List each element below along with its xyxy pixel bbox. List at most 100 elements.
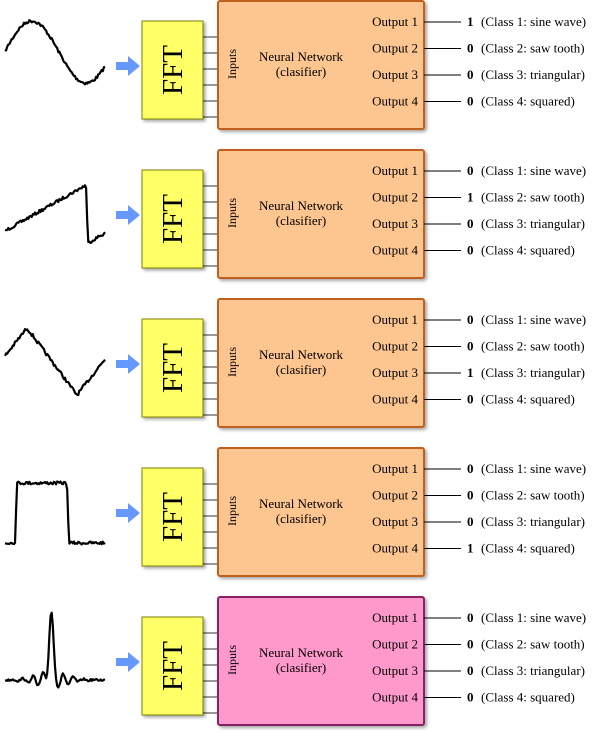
unknown-pulse-wave-signal	[4, 611, 106, 689]
class-label-4: (Class 4: squared)	[481, 94, 575, 109]
fft-block	[141, 20, 204, 120]
inputs-label: Inputs	[225, 645, 239, 675]
output-label-4: Output 4	[372, 541, 418, 556]
output-value-1: 0	[467, 610, 474, 625]
class-label-2: (Class 2: saw tooth)	[481, 339, 585, 354]
output-value-2: 0	[467, 339, 474, 354]
right-arrow-icon	[116, 503, 140, 523]
output-value-4: 0	[467, 243, 474, 258]
nn-title: Neural Network	[259, 645, 344, 660]
class-label-3: (Class 3: triangular)	[481, 514, 585, 529]
output-label-3: Output 3	[372, 365, 418, 380]
output-value-1: 1	[467, 14, 474, 29]
nn-subtitle: (clasifier)	[276, 362, 327, 377]
fft-label: FFT	[157, 343, 189, 393]
output-value-4: 1	[467, 541, 474, 556]
output-label-2: Output 2	[372, 190, 418, 205]
class-label-2: (Class 2: saw tooth)	[481, 637, 585, 652]
class-label-2: (Class 2: saw tooth)	[481, 41, 585, 56]
output-value-3: 1	[467, 365, 474, 380]
classification-row-3: FFT Inputs Neural Network(clasifier) Output…	[4, 298, 586, 428]
neural-network-block	[217, 298, 425, 428]
output-label-1: Output 1	[372, 14, 418, 29]
neural-network-block	[217, 0, 425, 130]
class-label-1: (Class 1: sine wave)	[481, 163, 586, 178]
triangular-wave-signal	[4, 328, 106, 397]
output-value-1: 0	[467, 312, 474, 327]
neural-network-block	[217, 447, 425, 577]
neural-network-block	[217, 596, 425, 726]
output-label-2: Output 2	[372, 637, 418, 652]
classification-row-5: FFT Inputs Neural Network(clasifier) Output…	[4, 596, 586, 726]
output-value-3: 0	[467, 663, 474, 678]
output-label-3: Output 3	[372, 67, 418, 82]
class-label-1: (Class 1: sine wave)	[481, 312, 586, 327]
output-label-2: Output 2	[372, 339, 418, 354]
output-label-3: Output 3	[372, 663, 418, 678]
sine-wave-signal	[4, 19, 106, 86]
output-label-4: Output 4	[372, 690, 418, 705]
nn-subtitle: (clasifier)	[276, 64, 327, 79]
output-value-3: 0	[467, 216, 474, 231]
output-label-2: Output 2	[372, 41, 418, 56]
output-value-2: 0	[467, 637, 474, 652]
output-label-3: Output 3	[372, 514, 418, 529]
output-value-4: 0	[467, 392, 474, 407]
output-label-4: Output 4	[372, 243, 418, 258]
output-value-4: 0	[467, 94, 474, 109]
class-label-1: (Class 1: sine wave)	[481, 461, 586, 476]
nn-subtitle: (clasifier)	[276, 660, 327, 675]
class-label-4: (Class 4: squared)	[481, 541, 575, 556]
fft-label: FFT	[157, 194, 189, 244]
class-label-2: (Class 2: saw tooth)	[481, 488, 585, 503]
nn-title: Neural Network	[259, 347, 344, 362]
inputs-label: Inputs	[225, 198, 239, 228]
output-label-4: Output 4	[372, 392, 418, 407]
inputs-label: Inputs	[225, 496, 239, 526]
fft-label: FFT	[157, 492, 189, 542]
nn-subtitle: (clasifier)	[276, 511, 327, 526]
class-label-2: (Class 2: saw tooth)	[481, 190, 585, 205]
fft-block	[141, 318, 204, 418]
class-label-3: (Class 3: triangular)	[481, 365, 585, 380]
class-label-4: (Class 4: squared)	[481, 690, 575, 705]
output-value-2: 0	[467, 41, 474, 56]
fft-label: FFT	[157, 45, 189, 95]
output-value-3: 0	[467, 514, 474, 529]
fft-block	[141, 169, 204, 269]
inputs-label: Inputs	[225, 347, 239, 377]
classification-row-1: FFT Inputs Neural Network(clasifier) Output…	[4, 0, 586, 130]
right-arrow-icon	[116, 56, 140, 76]
saw-tooth-wave-signal	[4, 184, 106, 245]
output-value-2: 0	[467, 488, 474, 503]
class-label-3: (Class 3: triangular)	[481, 67, 585, 82]
fft-block	[141, 467, 204, 567]
output-label-1: Output 1	[372, 163, 418, 178]
nn-title: Neural Network	[259, 198, 344, 213]
right-arrow-icon	[116, 354, 140, 374]
class-label-3: (Class 3: triangular)	[481, 216, 585, 231]
nn-title: Neural Network	[259, 496, 344, 511]
output-value-4: 0	[467, 690, 474, 705]
class-label-1: (Class 1: sine wave)	[481, 14, 586, 29]
class-label-1: (Class 1: sine wave)	[481, 610, 586, 625]
fft-label: FFT	[157, 641, 189, 691]
class-label-3: (Class 3: triangular)	[481, 663, 585, 678]
output-value-1: 0	[467, 163, 474, 178]
inputs-label: Inputs	[225, 49, 239, 79]
fft-block	[141, 616, 204, 716]
nn-subtitle: (clasifier)	[276, 213, 327, 228]
output-label-2: Output 2	[372, 488, 418, 503]
output-value-1: 0	[467, 461, 474, 476]
neural-network-block	[217, 149, 425, 279]
output-label-1: Output 1	[372, 610, 418, 625]
classification-row-4: FFT Inputs Neural Network(clasifier) Output…	[4, 447, 586, 577]
output-value-2: 1	[467, 190, 474, 205]
class-label-4: (Class 4: squared)	[481, 243, 575, 258]
output-label-1: Output 1	[372, 312, 418, 327]
output-value-3: 0	[467, 67, 474, 82]
class-label-4: (Class 4: squared)	[481, 392, 575, 407]
nn-title: Neural Network	[259, 49, 344, 64]
output-label-3: Output 3	[372, 216, 418, 231]
